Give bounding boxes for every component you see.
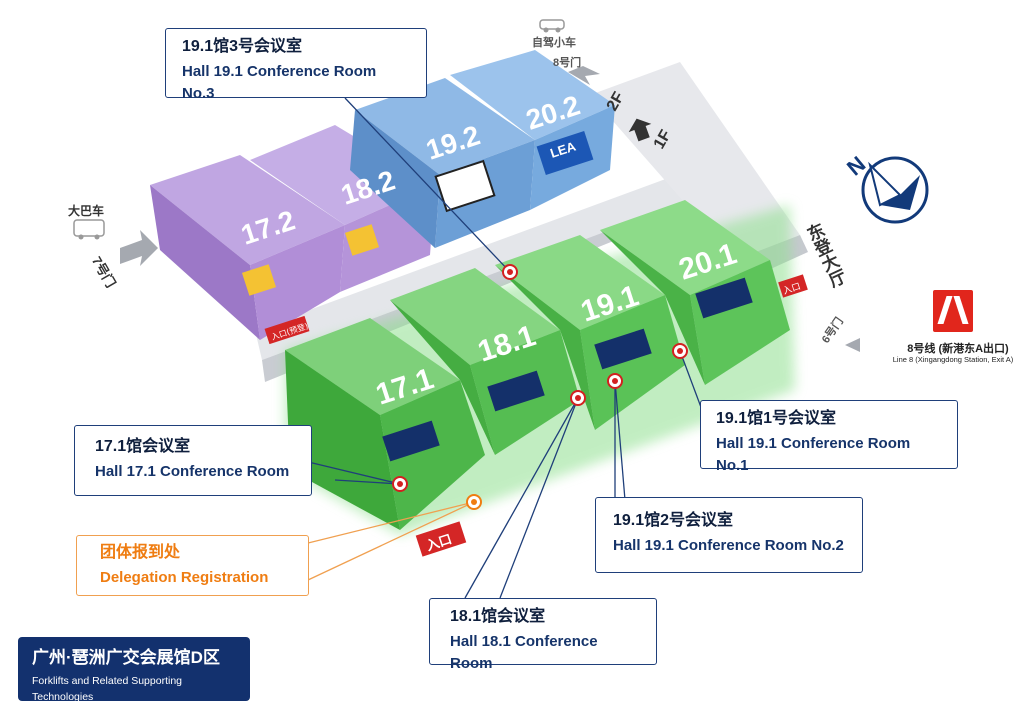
giif-logo-17-2 [241, 264, 277, 296]
callout-en: Hall 19.1 Conference Room No.3 [182, 63, 377, 102]
callout-zh: 19.1馆3号会议室 [182, 38, 303, 55]
up-arrow-icon [628, 118, 652, 142]
gate6-arrow-icon [845, 338, 860, 352]
private-car-label: 自驾小车 [532, 37, 576, 49]
callout-connectors [299, 97, 706, 599]
marker-18-1-room [570, 390, 586, 406]
callout-en: Hall 19.1 Conference Room No.1 [716, 435, 911, 474]
callout-en: Hall 19.1 Conference Room No.2 [613, 537, 844, 554]
giif-logo-18-2 [344, 224, 380, 256]
marker-19-1-room2 [607, 373, 623, 389]
entrance-sign-east: 入口 [778, 274, 808, 298]
car-icon [539, 19, 565, 33]
venue-legend: 广州·琶洲广交会展馆D区 Forklifts and Related Suppo… [18, 637, 250, 703]
hall-19-2-logo [434, 159, 496, 213]
let-logo-17-1 [382, 420, 440, 462]
let-logo-19-1 [594, 328, 652, 370]
callout-zh: 17.1馆会议室 [95, 438, 191, 455]
callout-room-19-1-no1: 19.1馆1号会议室 Hall 19.1 Conference Room No.… [700, 400, 958, 474]
metro-line-label: 8号线 (新港东A出口) [907, 343, 1009, 355]
legend-subtitle: Forklifts and Related Supporting Technol… [32, 675, 182, 703]
metro-line-label-en: Line 8 (Xingangdong Station, Exit A) [892, 355, 1014, 364]
hall-17-2 [150, 155, 345, 340]
registration-connector [299, 501, 475, 581]
marker-17-1-room [392, 476, 408, 492]
legend-title: 广州·琶洲广交会展馆D区 [32, 648, 220, 667]
svg-text:入口: 入口 [782, 281, 803, 297]
marker-19-1-room1 [672, 343, 688, 359]
compass-icon [861, 156, 929, 224]
bus-icon [73, 219, 105, 240]
marker-19-1-room3 [502, 264, 518, 280]
marker-registration [466, 494, 482, 510]
hall-17-1 [285, 318, 485, 530]
entrance-sign-main: 入口 [415, 521, 467, 557]
east-hall-label: 东登大厅 [800, 219, 849, 292]
callout-room-17-1: 17.1馆会议室 Hall 17.1 Conference Room [74, 425, 312, 496]
metro-logo-icon [933, 290, 973, 332]
callout-room-18-1: 18.1馆会议室 Hall 18.1 Conference Room [429, 598, 657, 672]
callout-room-19-1-no3: 19.1馆3号会议室 Hall 19.1 Conference Room No.… [165, 28, 427, 102]
lea-logo [536, 131, 594, 175]
gate8-label: 8号门 [553, 57, 582, 69]
hall-19-1 [495, 235, 685, 430]
callout-en: Hall 17.1 Conference Room [95, 463, 290, 480]
bus-label: 大巴车 [68, 204, 105, 218]
callout-room-19-1-no2: 19.1馆2号会议室 Hall 19.1 Conference Room No.… [595, 497, 863, 573]
callout-zh: 18.1馆会议室 [450, 608, 546, 625]
let-logo-20-1 [695, 277, 753, 319]
gate8-arrow-icon [568, 66, 600, 85]
callout-zh: 19.1馆2号会议室 [613, 512, 734, 529]
callout-delegation-registration: 团体报到处 Delegation Registration [76, 535, 309, 596]
bus-arrow-icon [120, 230, 158, 266]
callout-zh: 团体报到处 [100, 544, 181, 561]
let-logo-18-1 [487, 370, 545, 412]
callout-en: Hall 18.1 Conference Room [450, 633, 598, 672]
callout-en: Delegation Registration [100, 569, 269, 586]
callout-zh: 19.1馆1号会议室 [716, 410, 837, 427]
